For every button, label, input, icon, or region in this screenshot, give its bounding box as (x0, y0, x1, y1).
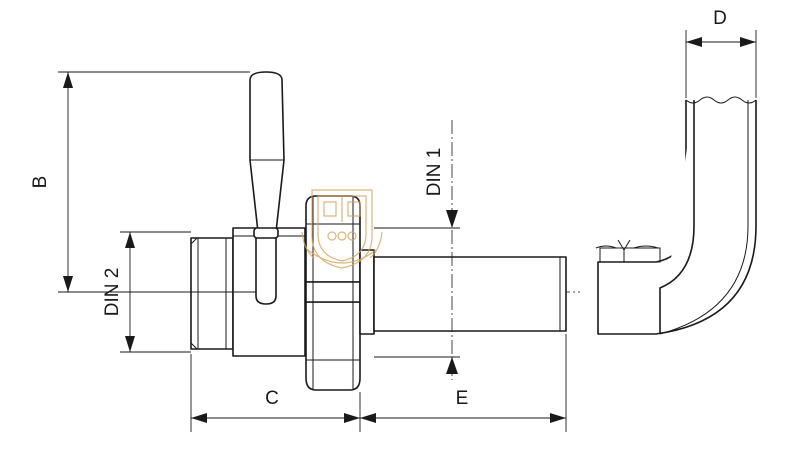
din2-dimension (120, 231, 191, 353)
b-dimension (58, 71, 256, 293)
bent-pipe (595, 96, 757, 335)
c-e-dimension (190, 334, 567, 432)
din1-dimension (374, 120, 460, 380)
weld-seam (599, 247, 661, 263)
lever-handle (249, 71, 285, 305)
union-nut (305, 195, 375, 391)
label-b: B (30, 176, 51, 189)
weld-symbol-icon (617, 239, 631, 262)
label-c: C (265, 388, 279, 409)
label-din2: DIN 2 (102, 268, 123, 317)
d-dimension (685, 30, 757, 98)
label-e: E (456, 388, 469, 409)
label-din1: DIN 1 (424, 148, 445, 197)
label-d: D (713, 8, 727, 29)
straight-pipe (373, 256, 567, 332)
coat-of-arms-watermark-icon (301, 189, 383, 269)
